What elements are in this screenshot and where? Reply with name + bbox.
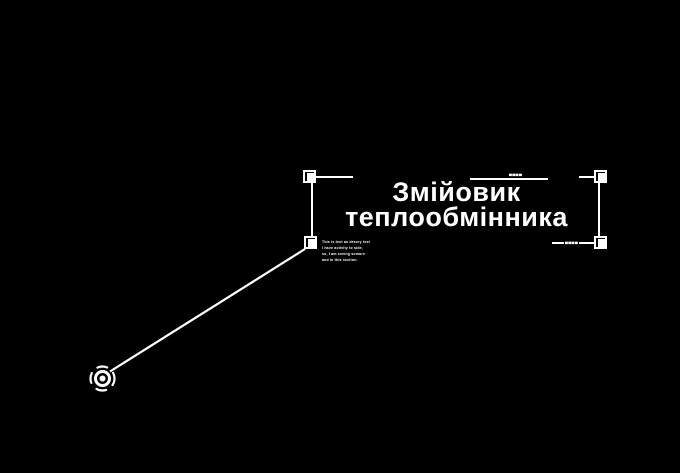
handle-bottom-left[interactable] <box>304 236 317 249</box>
reticle-ring <box>94 370 111 387</box>
frame-right-line <box>598 183 600 236</box>
reticle-center-dot <box>99 375 106 382</box>
micro-label-bottom: ▄▄▄▄ <box>564 239 580 244</box>
leader-line <box>109 248 306 373</box>
fine-print-line: This is text as descry text <box>322 240 371 244</box>
frame-left-line <box>311 183 313 236</box>
handle-top-right[interactable] <box>594 170 607 183</box>
micro-label-top: ▄▄▄▄ <box>508 171 524 176</box>
frame-top-line-mid <box>470 178 548 180</box>
fine-print-line: I have activity to side, <box>322 246 363 250</box>
target-reticle[interactable] <box>89 365 116 392</box>
fine-print: This is text as descry text I have activ… <box>322 239 402 263</box>
fine-print-line: and in this section. <box>322 258 358 262</box>
frame-top-line-right <box>579 176 594 178</box>
frame-top-line-left <box>316 176 353 178</box>
fine-print-line: so, I am seeing somore <box>322 252 366 256</box>
handle-bottom-right[interactable] <box>594 236 607 249</box>
callout-title: Змійовик теплообмінника <box>303 177 610 232</box>
callout-title-line2: теплообмінника <box>345 202 568 232</box>
handle-top-left[interactable] <box>303 170 316 183</box>
callout-title-line1: Змійовик <box>392 177 521 207</box>
reticle-dashed-ring <box>89 365 116 392</box>
